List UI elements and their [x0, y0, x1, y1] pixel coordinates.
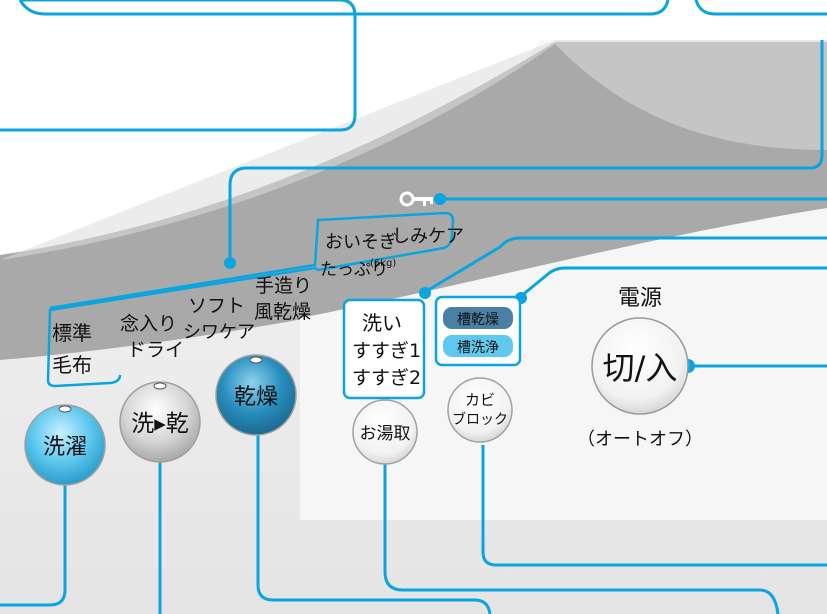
tub-clean-label: 槽洗浄: [457, 340, 499, 356]
mold-block-button-label-2: ブロック: [452, 411, 508, 428]
process-rinse2: すすぎ2: [352, 367, 421, 389]
wash-dry-button-label: 洗▸乾: [131, 411, 189, 437]
course-handmade: 手造り: [255, 275, 312, 297]
course-blanket: 毛布: [52, 353, 92, 377]
wash-dry-led: [153, 382, 167, 390]
callout-frame-top-a: [18, 0, 670, 16]
mold-block-button[interactable]: カビ ブロック: [447, 377, 513, 443]
course-wrinkle-care: シワケア: [183, 322, 255, 343]
callout-line-tub: [519, 266, 827, 299]
course-dry: ドライ: [127, 339, 184, 361]
panel-top-edge: [0, 40, 827, 260]
callout-line-wash: [0, 478, 67, 607]
process-frame: [342, 298, 426, 400]
wash-led: [58, 405, 72, 413]
course-air-dry: 風乾燥: [254, 301, 311, 323]
mold-block-button-label-1: カビ: [465, 391, 495, 409]
tub-clean-pill: [443, 335, 513, 357]
wash-button-label: 洗濯: [43, 435, 87, 460]
callout-line-dry: [256, 425, 492, 614]
hot-water-button[interactable]: お湯取: [352, 399, 418, 465]
dry-button[interactable]: 乾燥: [215, 354, 297, 436]
course-plenty: たっぷり: [320, 260, 388, 280]
course-frame: [46, 211, 455, 388]
callout-line-course: [228, 40, 824, 262]
course-standard: 標準: [52, 321, 92, 345]
wash-button[interactable]: 洗濯: [24, 404, 106, 486]
tub-dry-pill: [443, 307, 513, 329]
process-wash: 洗い: [362, 311, 402, 335]
power-label: 電源: [618, 286, 662, 311]
process-rinse1: すすぎ1: [352, 340, 421, 362]
callout-frame-top-b: [694, 0, 827, 16]
course-soft: ソフト: [188, 295, 245, 317]
course-stain-care: しみケア: [392, 226, 464, 247]
callout-line-process: [424, 236, 827, 294]
wash-dry-button[interactable]: 洗▸乾: [119, 381, 201, 463]
power-note: （オートオフ）: [577, 429, 703, 450]
callout-frame-top-left: [0, 0, 357, 132]
hot-water-button-label: お湯取: [360, 424, 411, 444]
callout-line-hot-water: [383, 460, 780, 614]
callout-dot-key: [434, 193, 446, 205]
course-quick: おいそぎ: [325, 232, 397, 253]
callout-dot-course: [224, 257, 236, 269]
panel-lower-white: [300, 208, 827, 520]
course-careful: 念入り: [120, 312, 177, 335]
tub-dry-label: 槽乾燥: [457, 312, 499, 328]
power-button-label: 切/入: [603, 349, 678, 387]
dry-button-label: 乾燥: [234, 385, 278, 410]
callout-dot-process: [419, 287, 431, 299]
course-plenty-note: (6kg): [370, 258, 396, 269]
dry-led: [249, 356, 263, 364]
callout-line-mold-block: [481, 445, 827, 567]
key-icon: [399, 191, 433, 207]
power-button[interactable]: 切/入: [591, 317, 689, 415]
